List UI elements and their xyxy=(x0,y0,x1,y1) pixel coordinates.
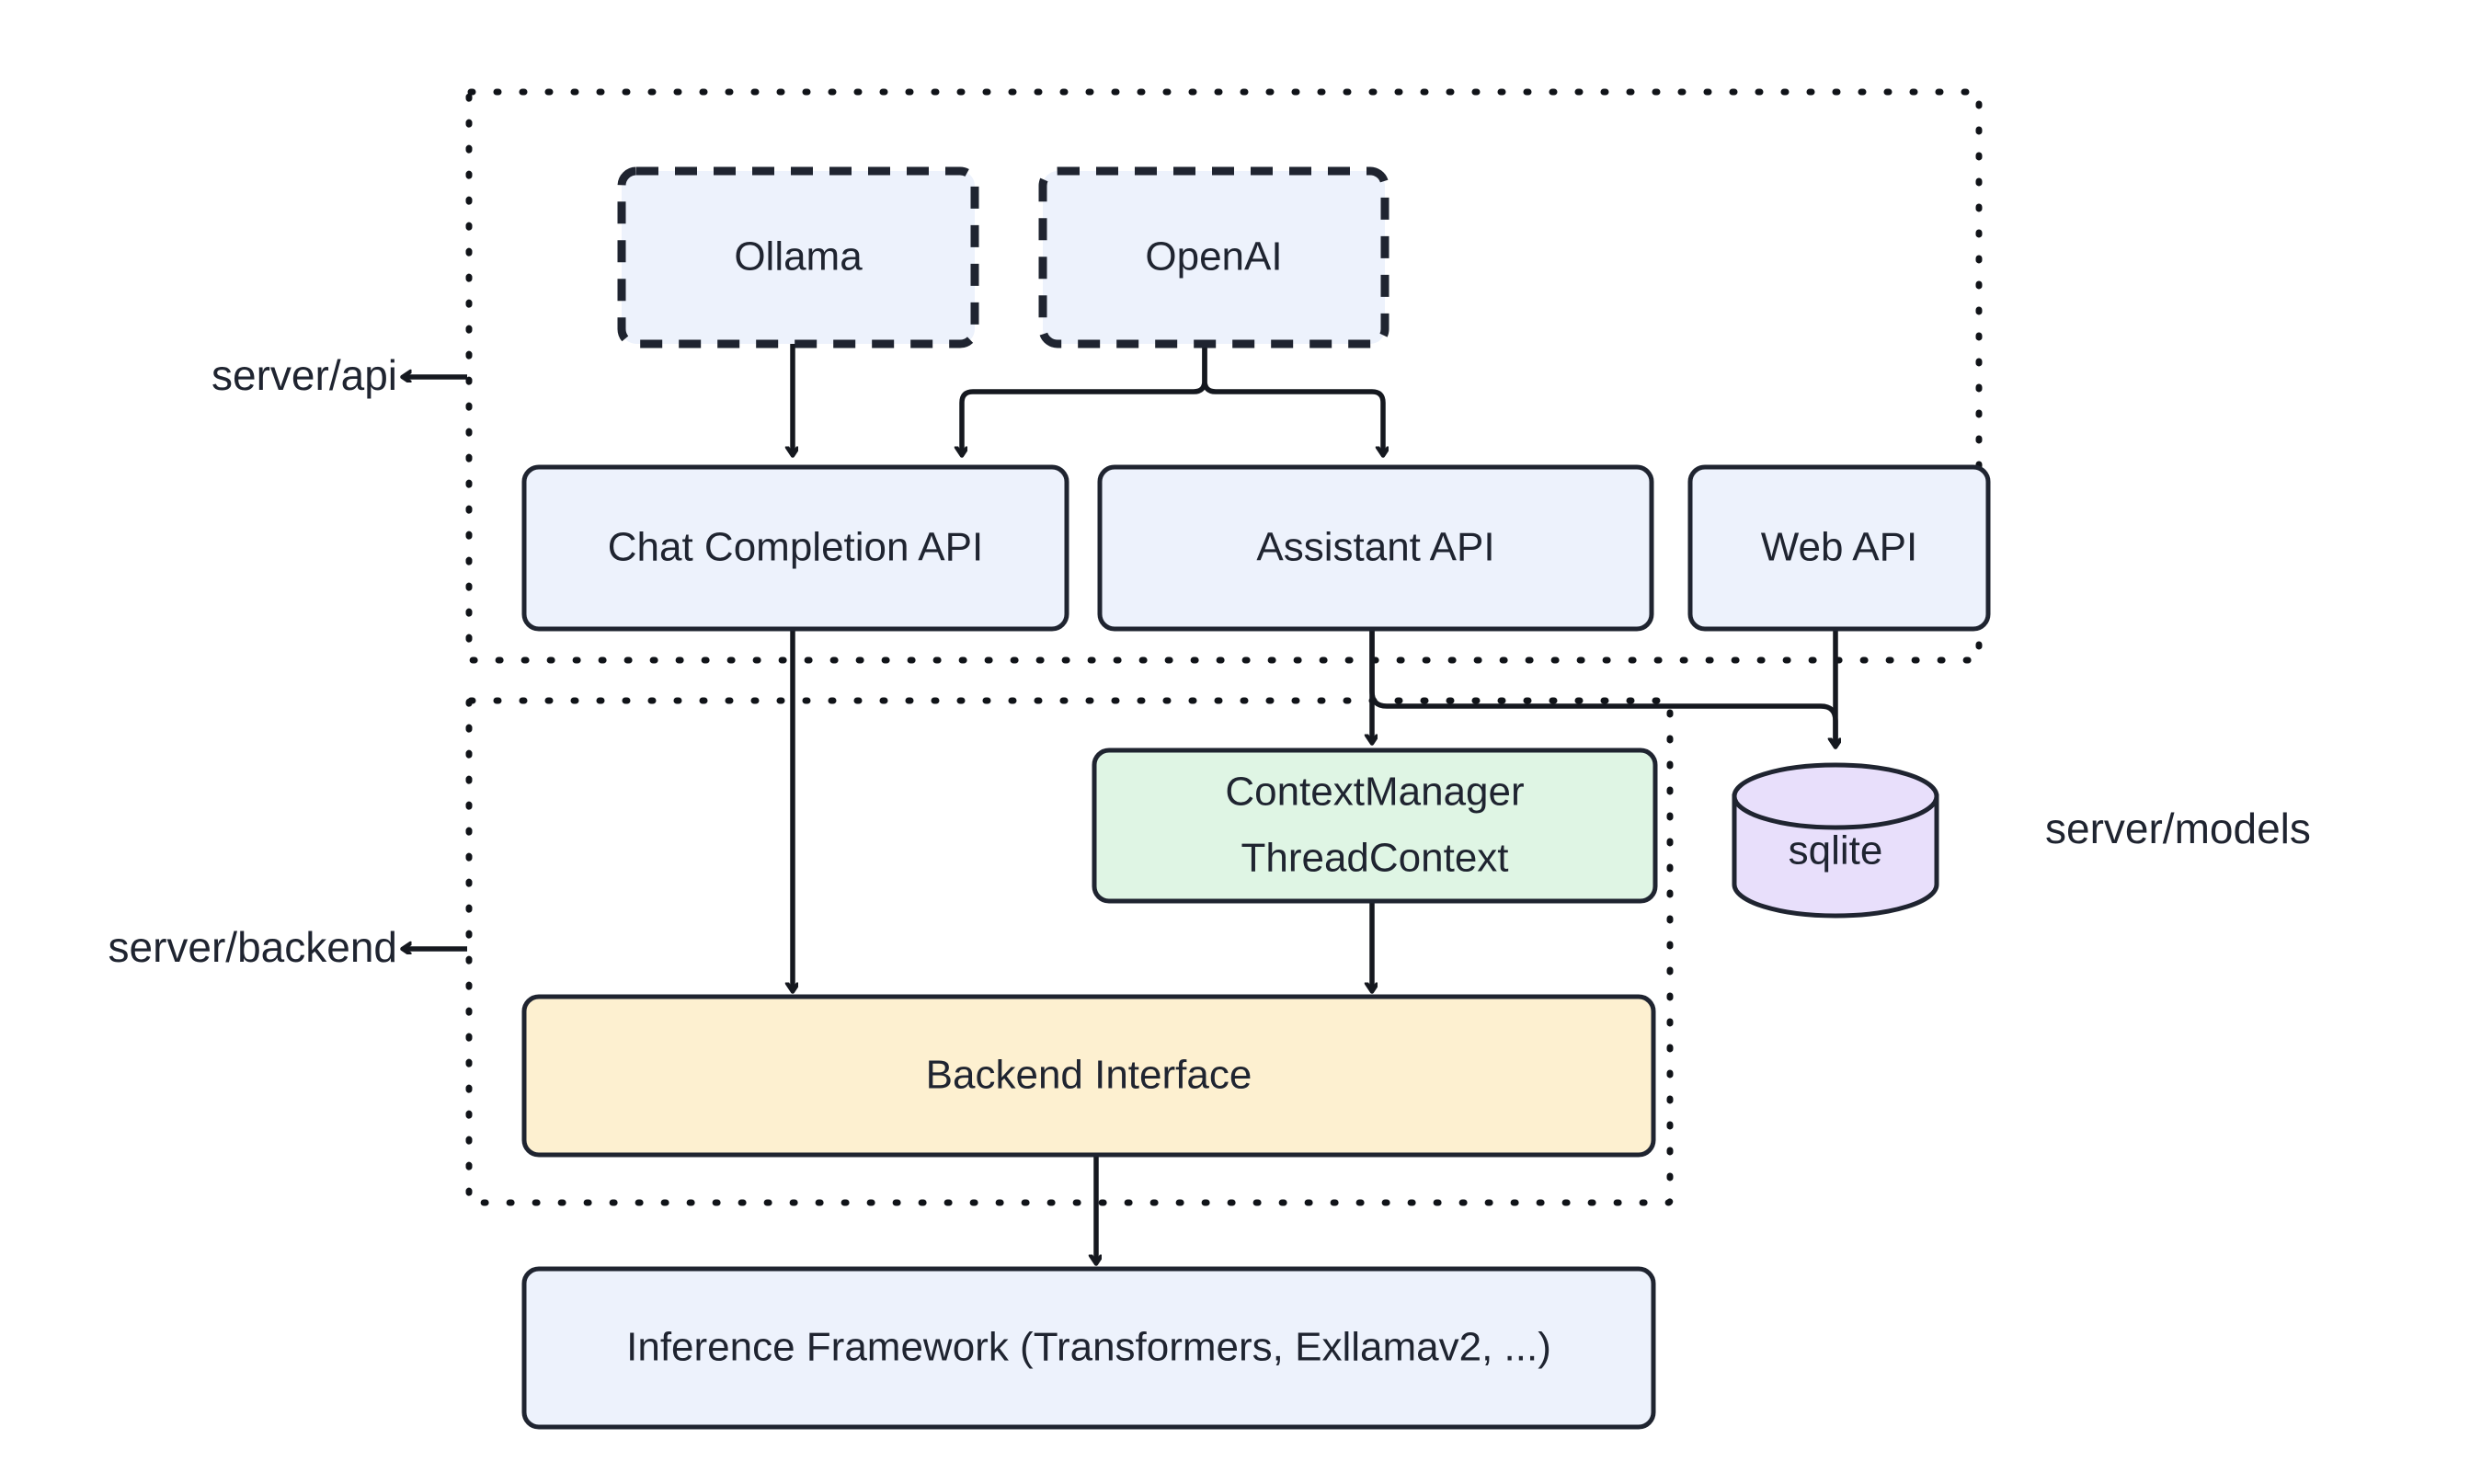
node-ollama-label: Ollama xyxy=(734,234,863,280)
node-inference-framework-box[interactable] xyxy=(521,1266,1656,1430)
node-inference-framework-label: Inference Framework (Transformers, Exlla… xyxy=(626,1325,1551,1370)
node-chat-completion-api-box[interactable] xyxy=(521,464,1069,632)
node-sqlite-top[interactable] xyxy=(1732,762,1939,830)
node-assistant-api[interactable]: Assistant API xyxy=(1097,464,1654,632)
group-models-label: server/models xyxy=(2045,805,2311,852)
node-openai-box[interactable] xyxy=(1038,166,1389,348)
node-backend-interface-box[interactable] xyxy=(521,994,1656,1158)
node-context-manager-label-line1: ContextManager xyxy=(1225,770,1524,815)
node-context-manager-box[interactable] xyxy=(1092,748,1658,904)
node-openai-label: OpenAI xyxy=(1145,234,1282,280)
node-sqlite[interactable]: sqlite xyxy=(1732,762,1939,919)
group-api-container: server/api xyxy=(212,88,1983,664)
node-backend-interface[interactable]: Backend Interface xyxy=(521,994,1656,1158)
node-openai[interactable]: OpenAI xyxy=(1038,166,1389,348)
node-ollama[interactable]: Ollama xyxy=(617,166,979,348)
edges-layer xyxy=(793,344,1835,1263)
node-sqlite-body[interactable] xyxy=(1732,793,1939,919)
node-chat-completion-api[interactable]: Chat Completion API xyxy=(521,464,1069,632)
node-web-api[interactable]: Web API xyxy=(1687,464,1991,632)
node-context-manager[interactable]: ContextManager ThreadContext xyxy=(1092,748,1658,904)
node-web-api-box[interactable] xyxy=(1687,464,1991,632)
node-assistant-api-label: Assistant API xyxy=(1256,525,1494,570)
group-models-container: server/models xyxy=(2045,805,2311,852)
node-ollama-box[interactable] xyxy=(617,166,979,348)
node-sqlite-label: sqlite xyxy=(1789,828,1883,873)
group-api-label: server/api xyxy=(212,351,397,399)
node-backend-interface-label: Backend Interface xyxy=(926,1053,1252,1098)
node-inference-framework[interactable]: Inference Framework (Transformers, Exlla… xyxy=(521,1266,1656,1430)
edge-openai-to-assistant-api xyxy=(1202,344,1383,455)
group-backend-container: server/backend xyxy=(109,697,1674,1206)
group-api-border xyxy=(465,88,1983,664)
group-backend-label: server/backend xyxy=(109,923,398,971)
node-context-manager-label-line2: ThreadContext xyxy=(1241,836,1508,881)
node-chat-completion-api-label: Chat Completion API xyxy=(608,525,983,570)
edge-assistant-api-to-sqlite xyxy=(1369,629,1835,747)
edge-openai-to-chat-completion-api xyxy=(962,344,1207,455)
node-assistant-api-box[interactable] xyxy=(1097,464,1654,632)
node-web-api-label: Web API xyxy=(1761,525,1917,570)
